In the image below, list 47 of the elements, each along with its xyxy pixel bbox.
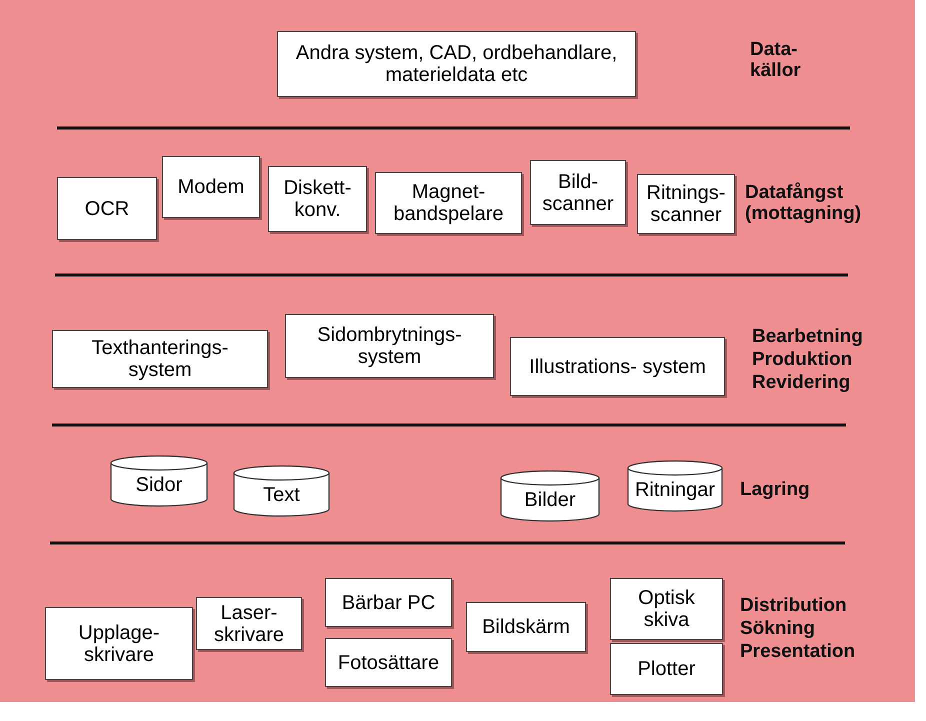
- node-text: Diskett- konv.: [282, 177, 352, 221]
- device-box: [466, 602, 586, 652]
- layer-label: Presentation: [740, 642, 856, 663]
- layer-label: Revidering: [752, 373, 852, 394]
- node-text: Magnet- bandspelare: [392, 181, 505, 225]
- device-box: [277, 31, 636, 97]
- node-text: Bärbar PC: [342, 592, 436, 614]
- node-text: Andra system, CAD, ordbehandlare, materieldata etc: [294, 42, 618, 86]
- device-box: [610, 578, 723, 640]
- device-box: [285, 314, 494, 378]
- device-box: [45, 607, 193, 680]
- device-box: [196, 597, 302, 650]
- device-box: [325, 638, 452, 687]
- node-text: Ritnings- scanner: [646, 182, 726, 226]
- node-text: Optisk skiva: [637, 587, 696, 631]
- node-text: Fotosättare: [338, 652, 440, 674]
- node-text: Laser- skrivare: [212, 602, 285, 646]
- node-text: OCR: [84, 198, 130, 220]
- node-text: Plotter: [638, 658, 696, 680]
- layer-label: Lagring: [740, 480, 811, 501]
- node-text: Text: [263, 484, 300, 506]
- node-text: Upplage- skrivare: [77, 622, 161, 666]
- layer-label: Data- källor: [750, 40, 802, 82]
- device-box: [610, 643, 723, 695]
- device-box: [375, 172, 522, 234]
- node-text: Modem: [178, 176, 244, 198]
- node-text: Ritningar: [634, 479, 716, 501]
- layer-label: Sökning: [740, 619, 816, 640]
- layer-label: Bearbetning: [752, 327, 864, 348]
- node-text: Illustrations- system: [529, 356, 706, 378]
- node-text: Bild- scanner: [541, 170, 615, 214]
- device-box: [325, 578, 452, 627]
- node-text: Sidombrytnings- system: [316, 324, 463, 368]
- layer-label: Datafångst (mottagning): [745, 183, 862, 225]
- node-text: Bildskärm: [482, 616, 570, 638]
- device-box: [530, 160, 626, 225]
- device-box: [52, 330, 268, 388]
- device-box: [510, 337, 725, 396]
- node-text: Bilder: [524, 489, 576, 511]
- layer-label: Distribution: [740, 596, 848, 617]
- device-box: [637, 174, 735, 234]
- node-text: Texthanterings- system: [90, 337, 230, 381]
- device-box: [268, 166, 367, 232]
- device-box: [57, 177, 157, 240]
- device-box: [162, 156, 260, 218]
- node-text: Sidor: [136, 474, 182, 496]
- layer-label: Produktion: [752, 350, 854, 371]
